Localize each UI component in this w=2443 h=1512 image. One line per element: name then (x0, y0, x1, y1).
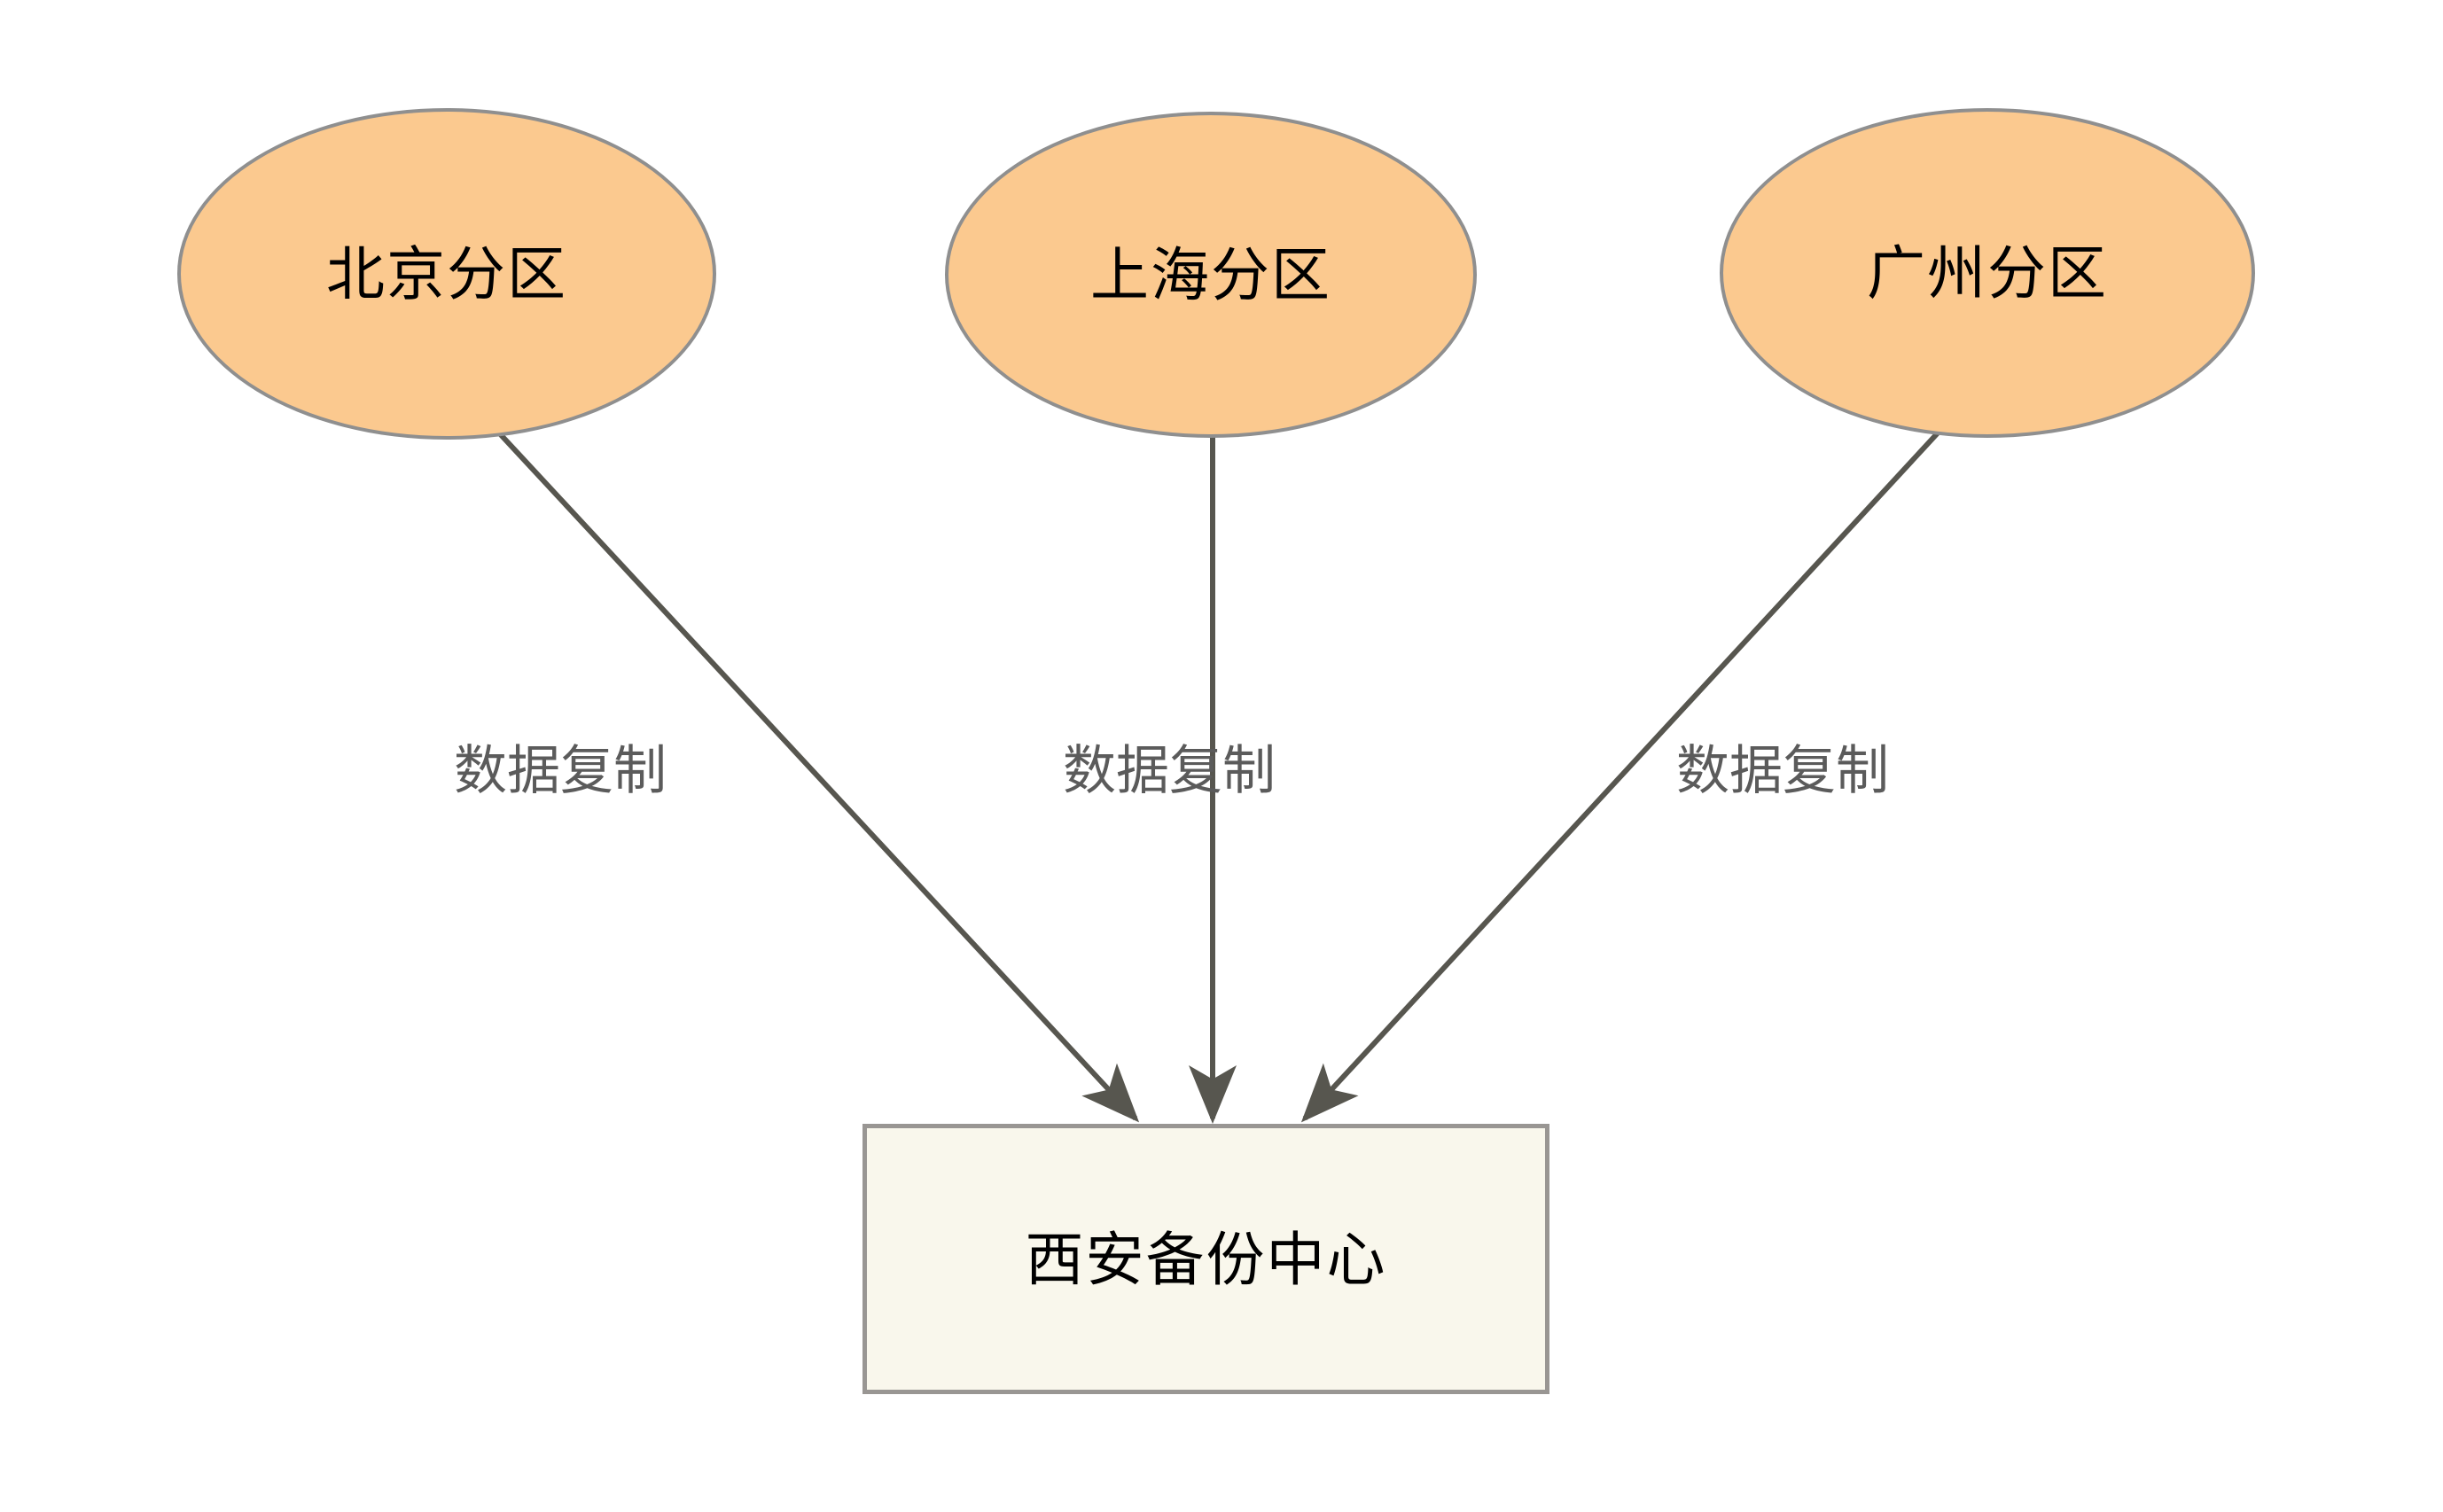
edge-label-beijing[interactable]: 数据复制 (454, 741, 667, 800)
node-guangzhou-label: 广州分区 (1867, 240, 2108, 306)
edge-label-guangzhou[interactable]: 数据复制 (1676, 741, 1889, 800)
node-shanghai-label: 上海分区 (1090, 242, 1331, 308)
node-xian-label: 西安备份中心 (1025, 1226, 1387, 1292)
node-guangzhou[interactable]: 广州分区 (1720, 108, 2255, 438)
node-shanghai[interactable]: 上海分区 (945, 112, 1477, 438)
node-beijing[interactable]: 北京分区 (177, 108, 716, 440)
edge-label-shanghai[interactable]: 数据复制 (1063, 741, 1276, 800)
node-xian[interactable]: 西安备份中心 (862, 1124, 1549, 1394)
node-beijing-label: 北京分区 (326, 241, 567, 307)
